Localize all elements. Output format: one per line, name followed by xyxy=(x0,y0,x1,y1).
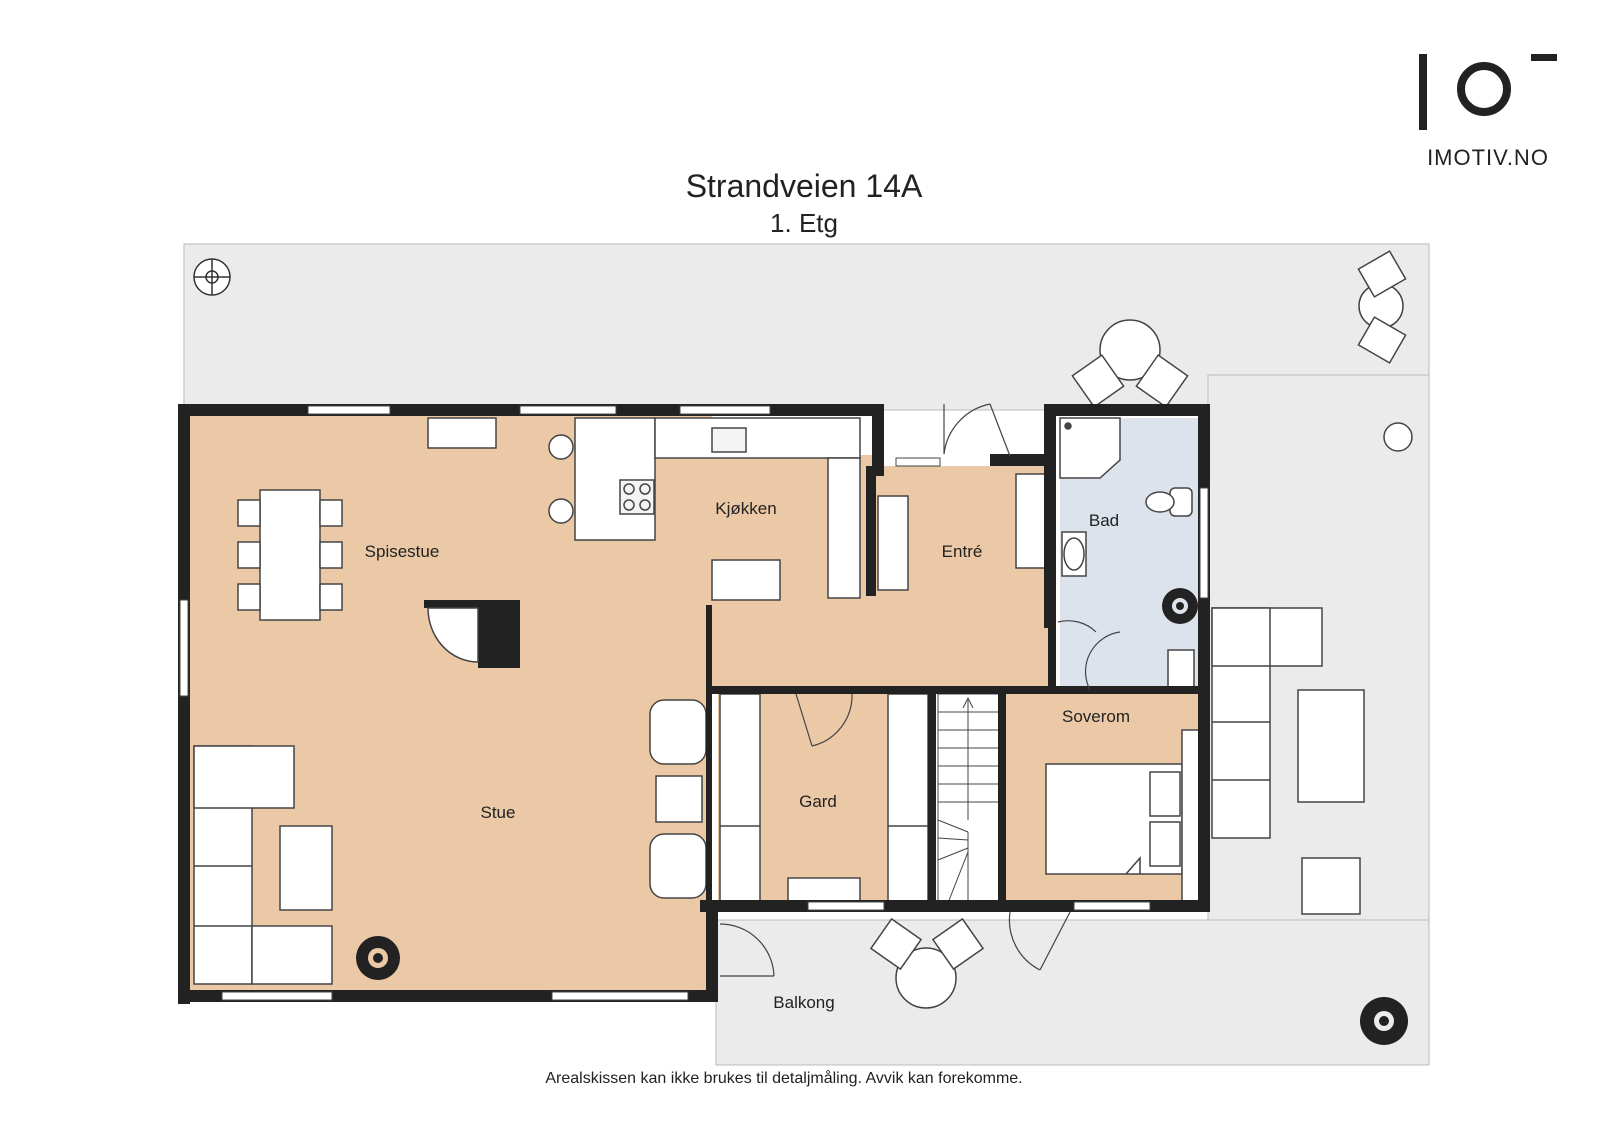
doors xyxy=(719,403,1121,977)
plant-icon xyxy=(356,936,400,980)
disclaimer: Arealskissen kan ikke brukes til detaljm… xyxy=(545,1069,1022,1087)
entry-furniture xyxy=(877,473,1055,591)
dining-set xyxy=(237,489,343,621)
plant-icon xyxy=(1360,997,1408,1045)
room-label-soverom: Soverom xyxy=(1062,707,1130,726)
plant-icons xyxy=(193,258,1408,1045)
bathroom-fixtures xyxy=(1059,417,1195,689)
brand-name: IMOTIV.NO xyxy=(1427,145,1549,170)
bedroom-furniture xyxy=(1045,729,1203,909)
plan-subtitle: 1. Etg xyxy=(770,208,838,238)
terrace-furniture xyxy=(869,250,1413,1009)
staircase xyxy=(937,693,1001,909)
room-label-bad: Bad xyxy=(1089,511,1119,530)
plant-icon xyxy=(193,258,231,296)
living-room-furniture xyxy=(193,699,707,985)
imotiv-logo: IMOTIV.NO xyxy=(1419,54,1557,170)
terrace-areas xyxy=(183,243,1430,1066)
fireplace xyxy=(424,600,520,668)
windows xyxy=(179,405,1209,1001)
plant-icon xyxy=(1162,588,1198,624)
room-labels: Spisestue Kjøkken Entré Bad Stue Gard So… xyxy=(365,499,1130,1012)
room-label-balkong: Balkong xyxy=(773,993,834,1012)
room-label-spisestue: Spisestue xyxy=(365,542,440,561)
room-label-gard: Gard xyxy=(799,792,837,811)
kitchen-fixtures xyxy=(427,417,861,601)
closet-shelves xyxy=(719,693,929,909)
plan-title: Strandveien 14A xyxy=(686,168,923,204)
room-label-entre: Entré xyxy=(942,542,983,561)
room-label-stue: Stue xyxy=(481,803,516,822)
room-label-kjokken: Kjøkken xyxy=(715,499,776,518)
